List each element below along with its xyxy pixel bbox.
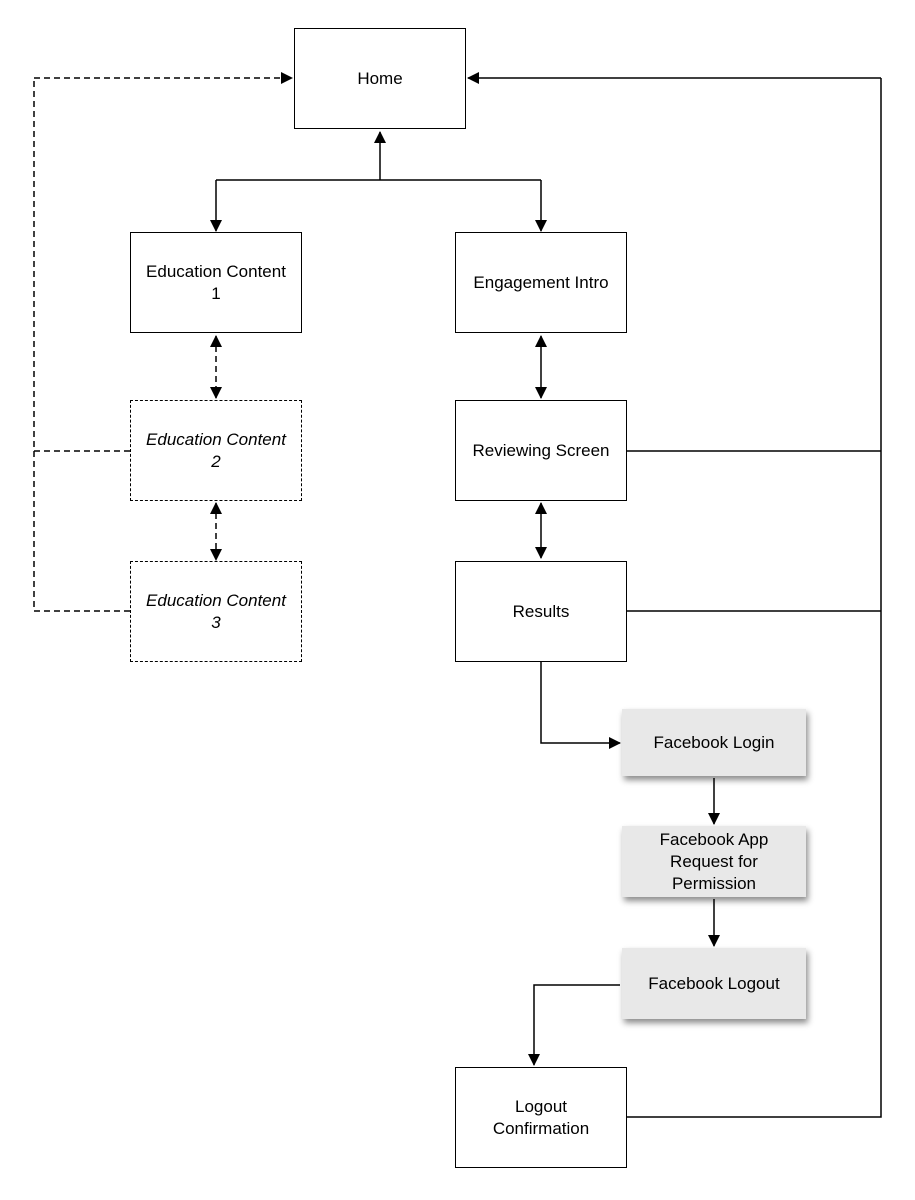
node-logout-confirmation-label: Logout Confirmation [492, 1096, 590, 1138]
node-home-label: Home [357, 68, 403, 88]
edge-right-return [627, 78, 882, 1118]
node-education-content-1-label: Education Content 1 [146, 261, 286, 303]
edge-results-fblogin [540, 662, 621, 749]
node-reviewing-screen: Reviewing Screen [455, 400, 627, 501]
edge-edu3-return [33, 78, 130, 612]
node-facebook-app-request: Facebook App Request for Permission [622, 826, 806, 897]
node-facebook-logout-label: Facebook Logout [648, 973, 780, 993]
node-education-content-2: Education Content 2 [130, 400, 302, 501]
node-engagement-intro-label: Engagement Intro [473, 272, 609, 292]
node-education-content-1: Education Content 1 [130, 232, 302, 333]
node-facebook-app-request-label: Facebook App Request for Permission [659, 829, 769, 893]
node-education-content-2-label: Education Content 2 [146, 429, 286, 471]
node-logout-confirmation: Logout Confirmation [455, 1067, 627, 1168]
node-education-content-3-label: Education Content 3 [146, 590, 286, 632]
node-reviewing-screen-label: Reviewing Screen [472, 440, 610, 460]
node-results: Results [455, 561, 627, 662]
edge-fblogout-logoutconf [528, 984, 620, 1066]
node-home: Home [294, 28, 466, 129]
node-education-content-3: Education Content 3 [130, 561, 302, 662]
node-facebook-login: Facebook Login [622, 709, 806, 776]
node-engagement-intro: Engagement Intro [455, 232, 627, 333]
node-facebook-login-label: Facebook Login [653, 732, 775, 752]
node-results-label: Results [512, 601, 570, 621]
node-facebook-logout: Facebook Logout [622, 948, 806, 1019]
